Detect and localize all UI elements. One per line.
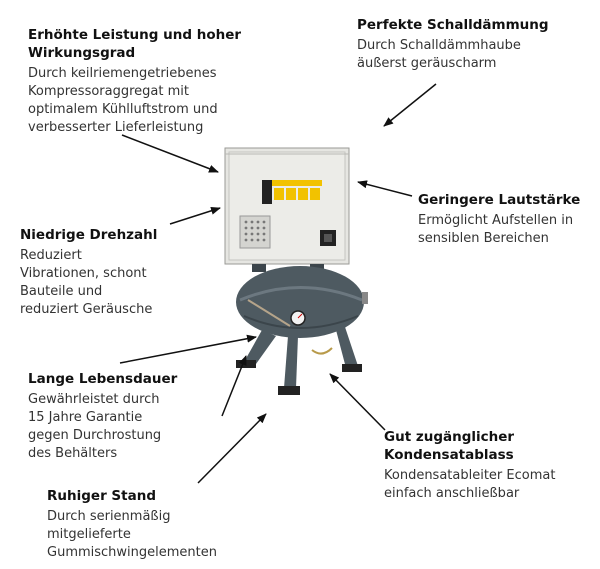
callout-stand: Ruhiger Stand Durch serienmäßig mitgelie… [47, 487, 217, 562]
callout-schalldaemmung: Perfekte Schalldämmung Durch Schalldämmh… [357, 16, 549, 73]
arrow-lebensdauer-tank [119, 334, 257, 364]
callout-title: Perfekte Schalldämmung [357, 17, 549, 33]
callout-title: Lange Lebensdauer [28, 371, 178, 387]
arrow-lebensdauer-foot [221, 355, 247, 417]
callout-lautstaerke: Geringere Lautstärke Ermöglicht Aufstell… [418, 191, 580, 248]
arrow-schalldaemmung [383, 83, 437, 127]
arrow-drehzahl [169, 206, 221, 225]
callout-kondensat: Gut zugänglicher Kondensatablass Kondens… [384, 428, 555, 503]
callout-title: Geringere Lautstärke [418, 192, 581, 208]
vent-grille [239, 215, 271, 249]
control-switch [320, 230, 336, 246]
callout-text: Durch serienmäßig mitgelieferte Gummisch… [47, 509, 217, 560]
pressure-tank [236, 264, 368, 338]
callout-title: Erhöhte Leistung und hoher Wirkungsgrad [28, 27, 242, 61]
callout-text: Kondensatableiter Ecomat einfach anschli… [384, 468, 556, 501]
callout-text: Durch Schalldämmhaube äußerst geräuschar… [357, 38, 521, 71]
callout-text: Gewährleistet durch 15 Jahre Garantie ge… [28, 392, 162, 461]
brand-logo [262, 180, 322, 204]
callout-leistung: Erhöhte Leistung und hoher Wirkungsgrad … [28, 26, 241, 137]
callout-title: Gut zugänglicher Kondensatablass [384, 429, 515, 463]
arrow-kondensat [329, 373, 386, 431]
callout-lebensdauer: Lange Lebensdauer Gewährleistet durch 15… [28, 370, 177, 463]
arrow-leistung [121, 134, 219, 173]
callout-text: Ermöglicht Aufstellen in sensiblen Berei… [418, 213, 574, 246]
callout-text: Durch keilriemengetriebenes Kompressorag… [28, 66, 218, 135]
arrow-lautstaerke [357, 180, 413, 197]
callout-title: Ruhiger Stand [47, 488, 156, 504]
callout-title: Niedrige Drehzahl [20, 227, 158, 243]
arrow-stand [197, 413, 267, 484]
callout-drehzahl: Niedrige Drehzahl Reduziert Vibrationen,… [20, 226, 157, 319]
callout-text: Reduziert Vibrationen, schont Bauteile u… [20, 248, 153, 317]
